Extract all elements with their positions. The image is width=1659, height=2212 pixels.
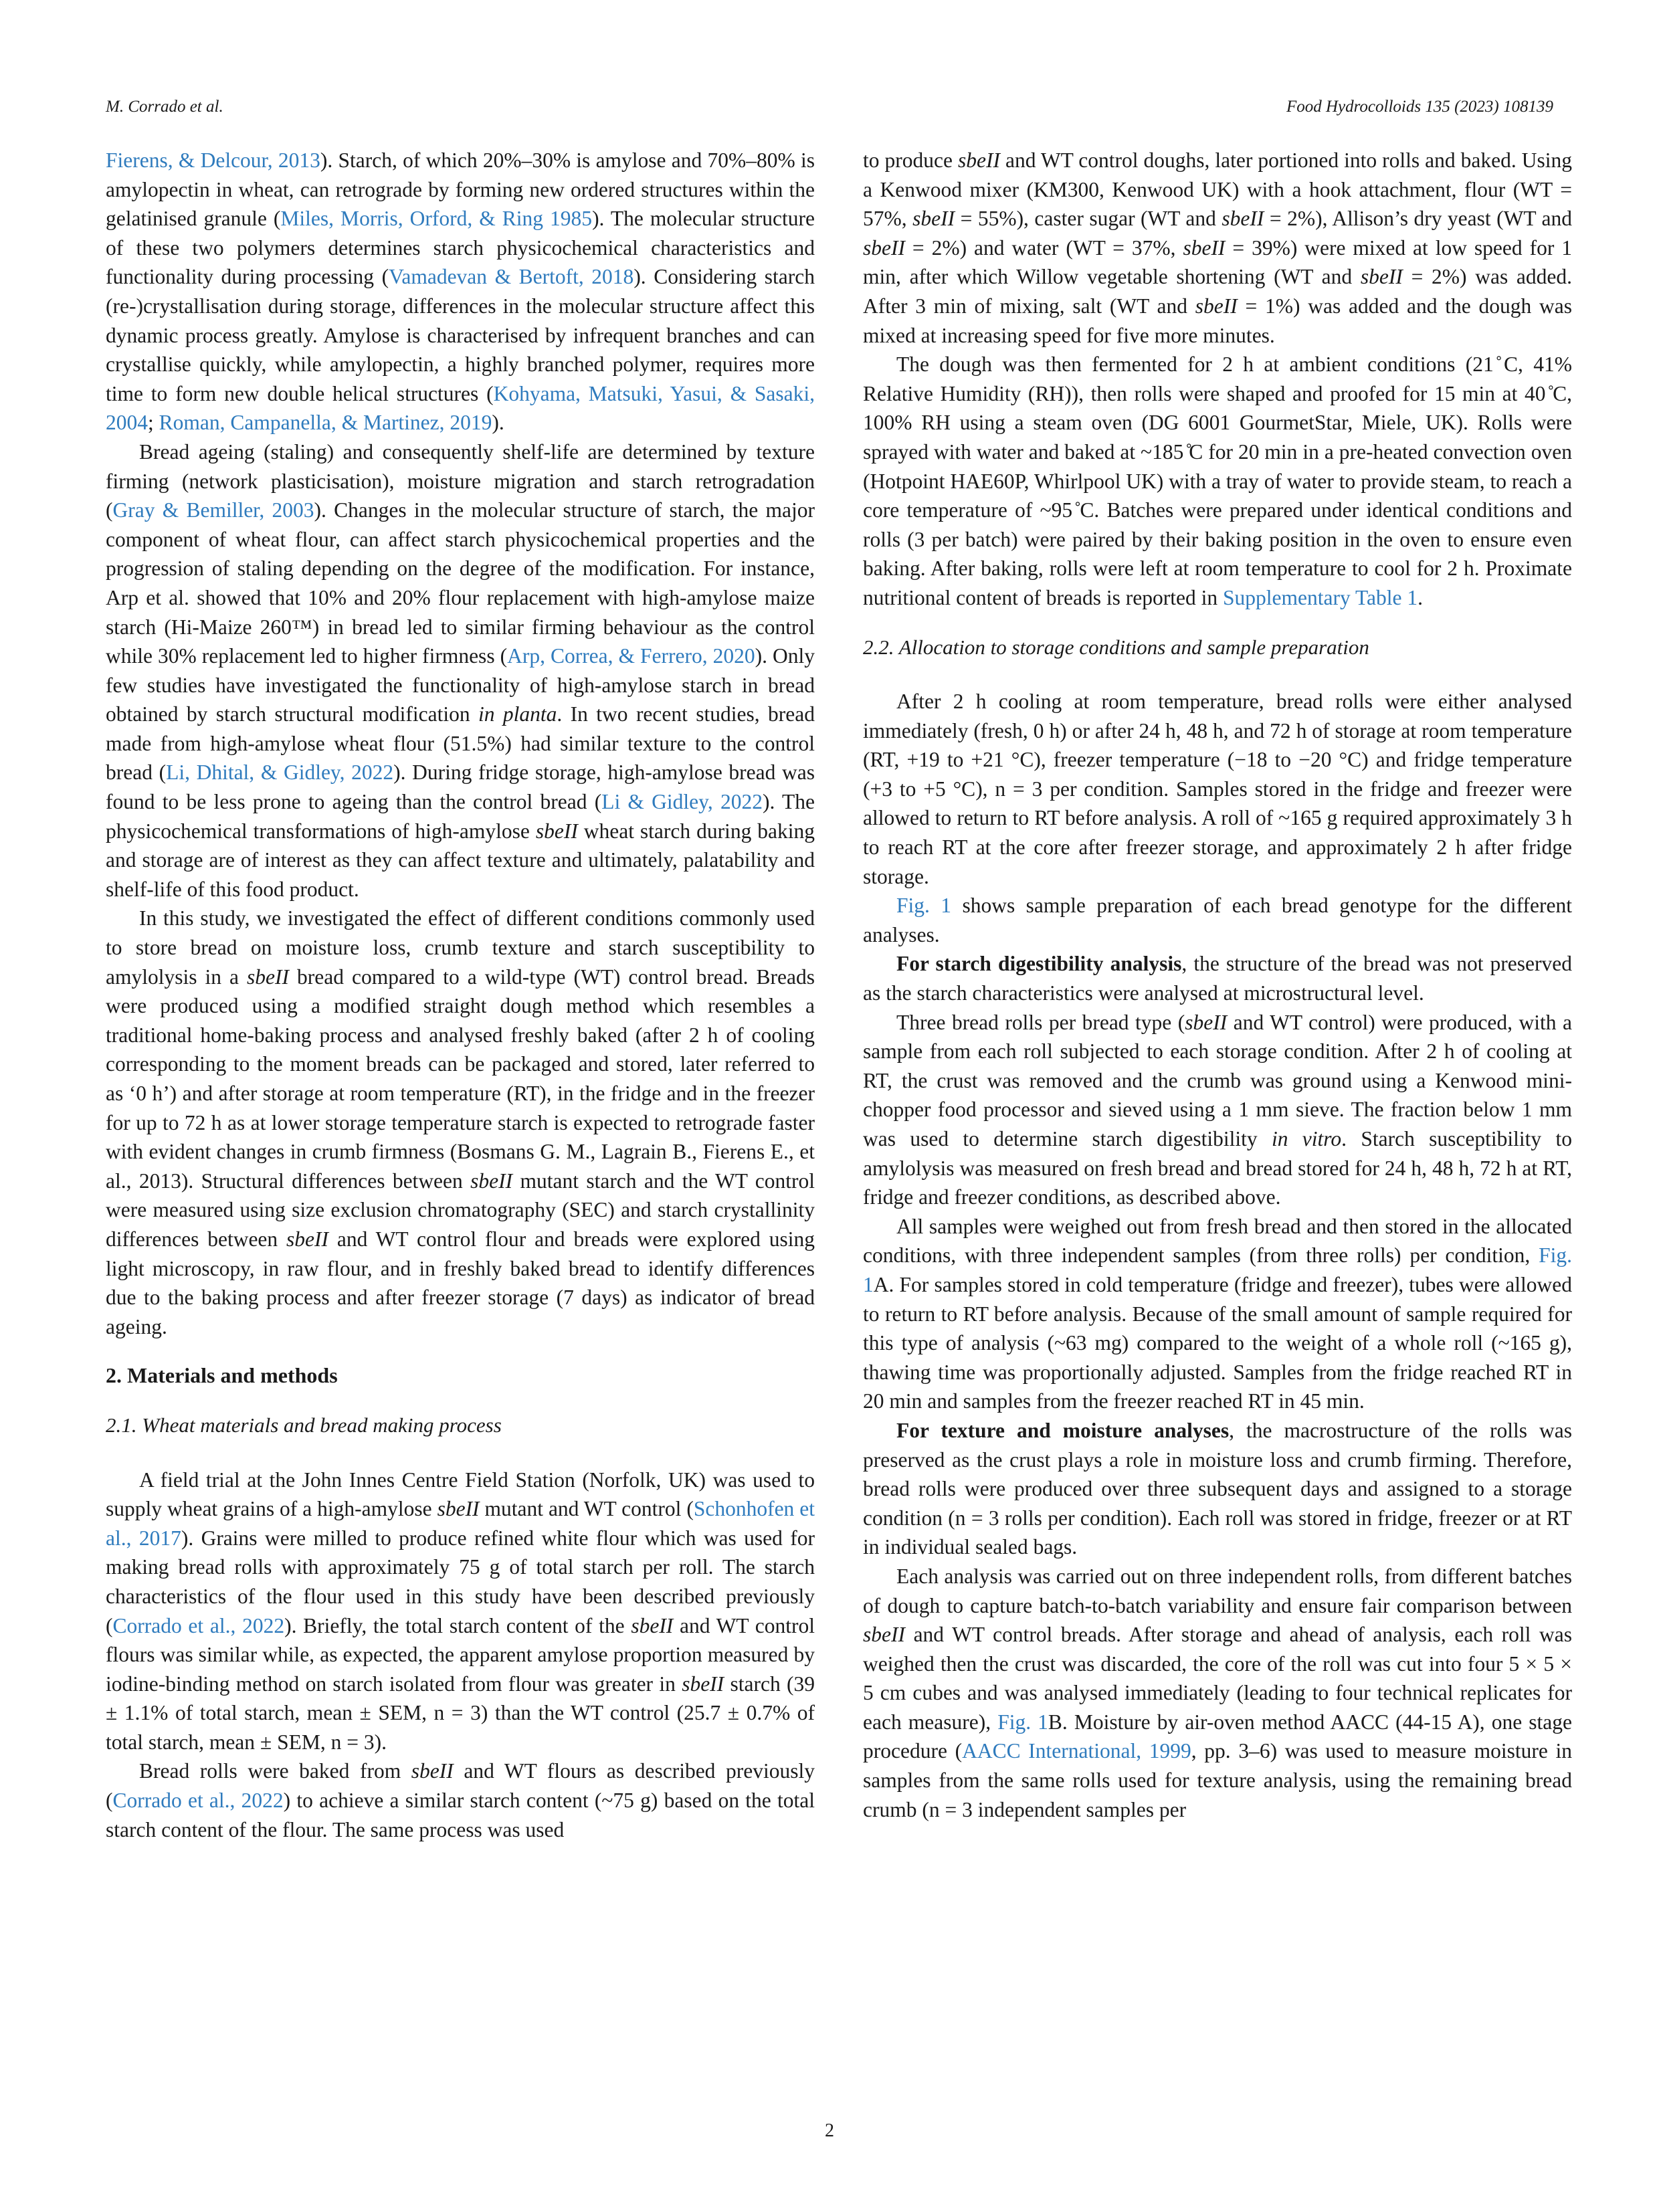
paragraph-field-trial: A field trial at the John Innes Centre F… bbox=[106, 1468, 815, 1754]
citation-link[interactable]: Fierens, & Delcour, 2013 bbox=[106, 148, 320, 172]
paragraph-bread-rolls: Bread rolls were baked from sbeII and WT… bbox=[106, 1759, 815, 1841]
subsection-heading-wheat-materials: 2.1. Wheat materials and bread making pr… bbox=[106, 1413, 502, 1437]
running-header-authors: M. Corrado et al. bbox=[106, 98, 223, 116]
paragraph-sample-weighing: All samples were weighed out from fresh … bbox=[863, 1214, 1572, 1413]
paragraph-fermentation-baking: The dough was then fermented for 2 h at … bbox=[863, 353, 1572, 609]
paragraph-texture-moisture: For texture and moisture analyses, the m… bbox=[863, 1418, 1572, 1559]
paragraph-analysis-procedure: Each analysis was carried out on three i… bbox=[863, 1564, 1573, 1821]
citation-link[interactable]: Miles, Morris, Orford, & Ring 1985 bbox=[280, 207, 593, 231]
paragraph-bread-ageing: Bread ageing (staling) and consequently … bbox=[106, 439, 815, 901]
citation-link[interactable]: Vamadevan & Bertoft, 2018 bbox=[389, 265, 634, 289]
paragraph-intro-starch: Fierens, & Delcour, 2013). Starch, of wh… bbox=[106, 148, 815, 435]
paragraph-starch-digestibility: For starch digestibility analysis, the s… bbox=[863, 952, 1572, 1005]
citation-link[interactable]: Corrado et al., 2022 bbox=[112, 1789, 284, 1813]
paragraph-study-aim: In this study, we investigated the effec… bbox=[106, 906, 815, 1338]
citation-link[interactable]: Arp, Correa, & Ferrero, 2020 bbox=[507, 644, 755, 668]
section-heading-materials-methods: 2. Materials and methods bbox=[106, 1363, 338, 1388]
paragraph-dough-mixing: to produce sbeII and WT control doughs, … bbox=[863, 148, 1572, 347]
citation-link[interactable]: Kohyama, Matsuki, Yasui, & Sasaki, 2004 bbox=[106, 381, 815, 435]
citation-link[interactable]: AACC International, 1999 bbox=[962, 1739, 1191, 1763]
figure-link[interactable]: Fig. 1 bbox=[896, 894, 952, 918]
left-column: Fierens, & Delcour, 2013). Starch, of wh… bbox=[106, 146, 815, 1844]
citation-link[interactable]: Li, Dhital, & Gidley, 2022 bbox=[166, 761, 394, 785]
paragraph-three-rolls: Three bread rolls per bread type (sbeII … bbox=[863, 1010, 1572, 1209]
supplementary-table-link[interactable]: Supplementary Table 1 bbox=[1222, 585, 1418, 609]
paragraph-storage-conditions: After 2 h cooling at room temperature, b… bbox=[863, 690, 1572, 888]
right-column: to produce sbeII and WT control doughs, … bbox=[863, 146, 1572, 1824]
page-number: 2 bbox=[825, 2120, 834, 2141]
figure-link[interactable]: Fig. 1 bbox=[863, 1243, 1572, 1296]
citation-link[interactable]: Schonhofen et al., 2017 bbox=[106, 1497, 815, 1550]
citation-link[interactable]: Gray & Bemiller, 2003 bbox=[112, 498, 314, 522]
paragraph-figure-reference: Fig. 1 shows sample preparation of each … bbox=[863, 894, 1572, 946]
running-header-journal: Food Hydrocolloids 135 (2023) 108139 bbox=[1286, 98, 1553, 116]
figure-link[interactable]: Fig. 1 bbox=[997, 1710, 1048, 1734]
citation-link[interactable]: Corrado et al., 2022 bbox=[112, 1613, 285, 1637]
citation-link[interactable]: Li & Gidley, 2022 bbox=[601, 790, 763, 814]
subsection-heading-storage-allocation: 2.2. Allocation to storage conditions an… bbox=[863, 635, 1369, 659]
citation-link[interactable]: Roman, Campanella, & Martinez, 2019 bbox=[159, 411, 492, 435]
